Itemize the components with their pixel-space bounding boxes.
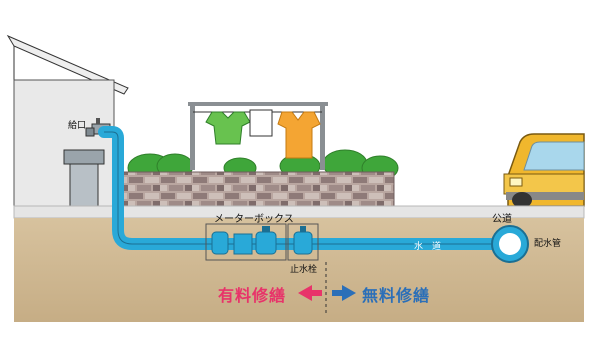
pipe-label: 水 道 (414, 242, 442, 252)
arrow-right-icon (332, 285, 356, 301)
car-icon (503, 133, 585, 208)
meter-box-label: メーターボックス (214, 214, 294, 225)
arrow-left-icon (298, 285, 322, 301)
water-pipe (98, 126, 510, 250)
house (6, 34, 129, 209)
meter-box (205, 223, 287, 261)
water-main-label: 配水管 (534, 239, 562, 249)
stop-valve-label: 止水栓 (290, 265, 318, 275)
clothesline (188, 102, 328, 170)
paid-repair-label: 有料修繕 (218, 286, 287, 305)
stop-valve-icon (287, 223, 319, 261)
faucet-label: 給口 (68, 121, 87, 131)
brick-wall (119, 171, 395, 209)
water-main (491, 225, 529, 263)
free-repair-label: 無料修繕 (362, 286, 431, 305)
road-label: 公道 (492, 214, 512, 225)
